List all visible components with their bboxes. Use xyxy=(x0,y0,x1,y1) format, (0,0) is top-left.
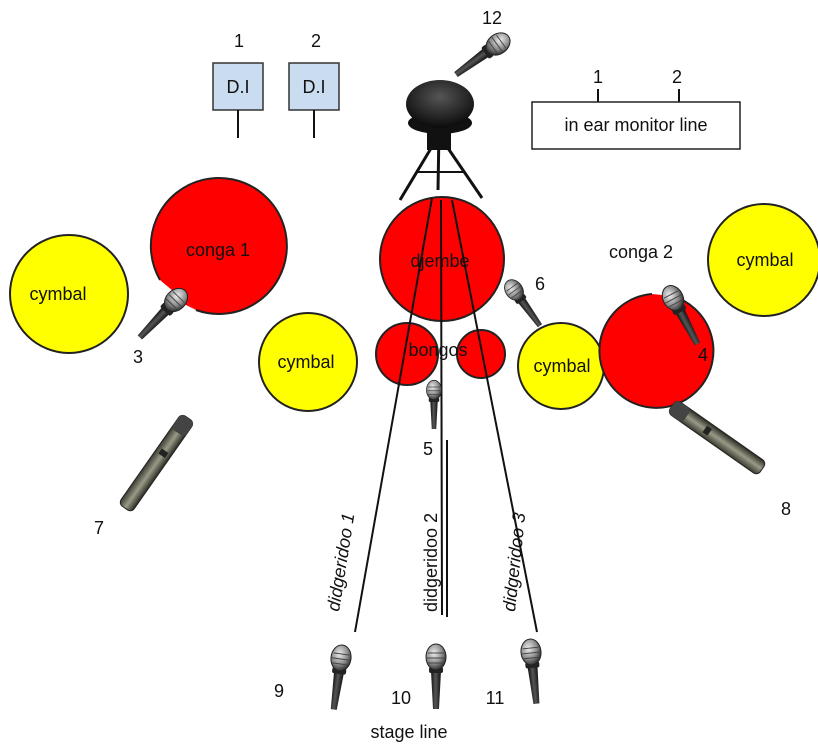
mic-number: 6 xyxy=(535,274,545,294)
mic-8: 8 xyxy=(666,398,791,519)
cymbal-label: cymbal xyxy=(533,356,590,376)
stage-line-label: stage line xyxy=(370,722,447,742)
conga-1: conga 1 xyxy=(149,176,288,315)
mic-3: 3 xyxy=(132,283,193,367)
cymbal-label: cymbal xyxy=(29,284,86,304)
djembe-label: djembe xyxy=(410,251,469,271)
mic-number: 3 xyxy=(133,347,143,367)
conga-2: conga 2 xyxy=(598,242,715,409)
mic-5: 5 xyxy=(423,379,442,459)
mic-number: 7 xyxy=(94,518,104,538)
handheld-mic-icon xyxy=(132,283,193,345)
mic-number: 4 xyxy=(698,345,708,365)
handheld-mic-icon xyxy=(449,27,515,84)
drum-stool-icon xyxy=(398,80,484,201)
didgeridoo-2-label: didgeridoo 2 xyxy=(421,513,441,612)
cymbal-label: cymbal xyxy=(277,352,334,372)
di-box-label: D.I xyxy=(226,77,249,97)
didgeridoo-3-label: didgeridoo 3 xyxy=(499,512,529,613)
didgeridoo-lines xyxy=(354,197,538,633)
cymbal-mid-left: cymbal xyxy=(258,312,358,412)
condenser-mic-icon xyxy=(666,398,768,477)
di-box-label: D.I xyxy=(302,77,325,97)
mic-number: 11 xyxy=(486,688,505,708)
mic-number: 9 xyxy=(274,681,284,701)
handheld-mic-icon xyxy=(519,637,547,706)
cymbal-mid-right: cymbal xyxy=(517,322,605,410)
mic-number: 5 xyxy=(423,439,433,459)
cymbal-label: cymbal xyxy=(736,250,793,270)
didgeridoo-1-label: didgeridoo 1 xyxy=(323,512,358,613)
conga-label: conga 2 xyxy=(609,242,673,262)
handheld-mic-icon xyxy=(323,643,354,712)
di-box-number: 2 xyxy=(311,31,321,51)
mic-12: 12 xyxy=(449,8,515,84)
cymbal-left: cymbal xyxy=(9,234,129,354)
handheld-mic-icon xyxy=(426,379,442,430)
condenser-mic-icon xyxy=(117,412,196,514)
mic-number: 12 xyxy=(482,8,502,28)
bongos: bongos xyxy=(375,322,506,386)
mic-4: 4 xyxy=(657,281,708,365)
di-box-2: 2 D.I xyxy=(288,31,340,138)
in-ear-label: in ear monitor line xyxy=(564,115,707,135)
mic-7: 7 xyxy=(94,412,196,538)
di-box-1: 1 D.I xyxy=(212,31,264,138)
conga-label: conga 1 xyxy=(186,240,250,260)
bongos-label: bongos xyxy=(408,340,467,360)
mic-10: 10 xyxy=(391,643,447,710)
handheld-mic-icon xyxy=(425,643,447,710)
in-ear-number-2: 2 xyxy=(672,67,682,87)
mic-number: 8 xyxy=(781,499,791,519)
in-ear-monitor-box: 1 2 in ear monitor line xyxy=(531,67,741,150)
in-ear-number-1: 1 xyxy=(593,67,603,87)
mic-9: 9 xyxy=(274,643,354,712)
mic-number: 10 xyxy=(391,688,411,708)
cymbal-right: cymbal xyxy=(707,203,818,317)
mic-6: 6 xyxy=(500,274,548,332)
mic-11: 11 xyxy=(486,637,547,708)
di-box-number: 1 xyxy=(234,31,244,51)
